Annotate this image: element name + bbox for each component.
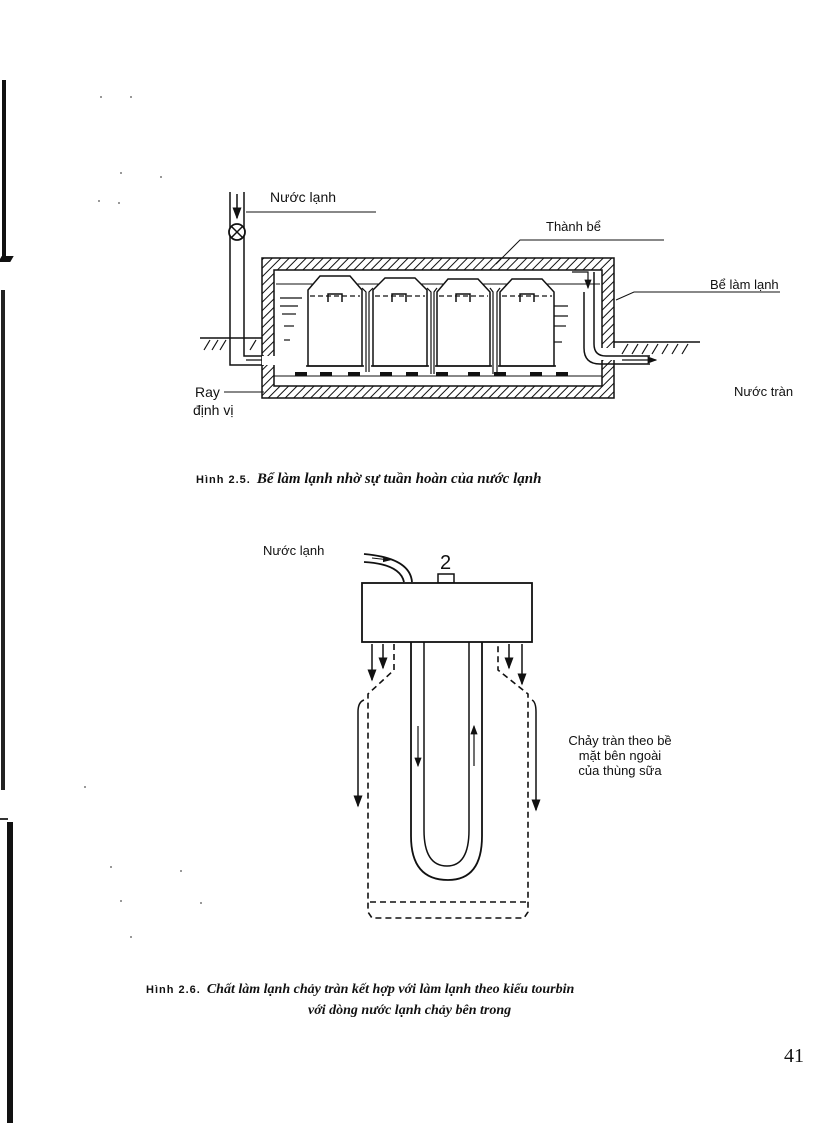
label-hook-number: 2 (440, 552, 452, 574)
label-overflow-line1: Chảy tràn theo bề (568, 733, 672, 748)
scan-speck (98, 200, 100, 202)
label-overflow-line3: của thùng sữa (578, 763, 662, 778)
label-rail-line1: Ray (195, 384, 220, 400)
label-overflow-line2: mặt bên ngoài (578, 748, 662, 763)
figure-2-5-caption-text: Bể làm lạnh nhờ sự tuần hoàn của nước lạ… (256, 471, 542, 487)
scan-binding-tick (0, 818, 8, 820)
scan-speck (160, 176, 162, 178)
label-cold-water-in-2-6: Nước lạnh (263, 543, 325, 558)
label-cold-water-in-2-5: Nước lạnh (270, 189, 337, 205)
figure-2-5-number: Hình 2.5. (196, 474, 251, 486)
scan-speck (130, 936, 132, 938)
label-rail-line2: định vị (193, 402, 234, 418)
scan-binding-edge (2, 80, 6, 260)
scan-speck (130, 96, 132, 98)
figure-2-6-diagram (250, 530, 730, 930)
scan-speck (110, 866, 112, 868)
figure-2-6-caption-line1: Chất làm lạnh chảy tràn kết hợp với làm … (206, 982, 575, 997)
scan-binding-edge (1, 290, 5, 790)
scan-speck (118, 202, 120, 204)
scan-binding-edge-foot (0, 256, 14, 262)
figure-2-6-number: Hình 2.6. (146, 984, 201, 996)
scan-speck (120, 900, 122, 902)
page-number: 41 (784, 1045, 804, 1067)
label-tank-wall: Thành bể (546, 219, 601, 234)
scan-speck (200, 902, 202, 904)
label-overflow-water: Nước tràn (734, 384, 794, 399)
figure-2-6-caption: Hình 2.6. Chất làm lạnh chảy tràn kết hợp… (146, 982, 574, 998)
figure-2-5-caption: Hình 2.5. Bể làm lạnh nhờ sự tuần hoàn củ… (196, 471, 541, 488)
figure-2-6-caption-line2: với dòng nước lạnh chảy bên trong (308, 1003, 512, 1018)
figure-2-5-diagram (180, 180, 816, 420)
label-cooling-tank: Bể làm lạnh (710, 277, 779, 292)
scan-binding-edge (7, 822, 13, 1123)
scan-speck (84, 786, 86, 788)
label-overflow-description: Chảy tràn theo bề mặt bên ngoài của thùn… (545, 733, 695, 778)
scan-speck (100, 96, 102, 98)
scan-speck (180, 870, 182, 872)
scan-speck (120, 172, 122, 174)
